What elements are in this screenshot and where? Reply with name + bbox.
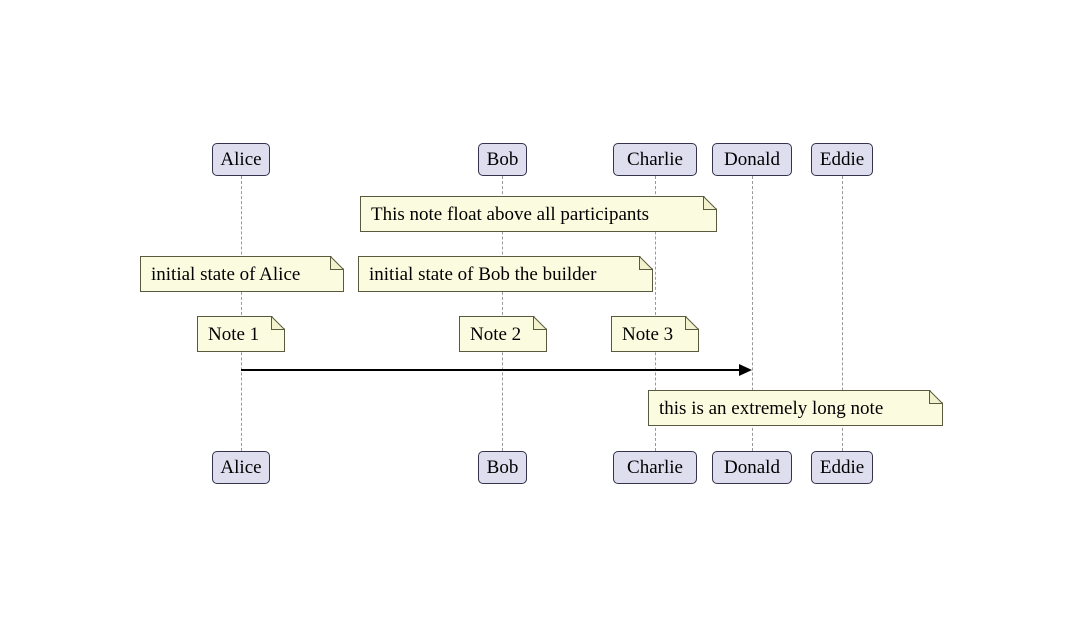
note-1[interactable]: Note 1 [197,316,285,352]
participant-label: Eddie [819,457,865,478]
note-2[interactable]: Note 2 [459,316,547,352]
participant-bob-top[interactable]: Bob [478,143,527,176]
participant-label: Alice [220,457,262,478]
participant-donald-bottom[interactable]: Donald [712,451,792,484]
participant-label: Alice [220,149,262,170]
participant-alice-bottom[interactable]: Alice [212,451,270,484]
lifeline-donald [752,176,753,451]
lifeline-eddie [842,176,843,451]
note-long[interactable]: this is an extremely long note [648,390,943,426]
participant-charlie-top[interactable]: Charlie [613,143,697,176]
note-bob-initial[interactable]: initial state of Bob the builder [358,256,653,292]
note-alice-initial[interactable]: initial state of Alice [140,256,344,292]
participant-donald-top[interactable]: Donald [712,143,792,176]
participant-bob-bottom[interactable]: Bob [478,451,527,484]
note-fold-icon [929,390,943,404]
participant-eddie-top[interactable]: Eddie [811,143,873,176]
note-fold-icon [639,256,653,270]
note-fold-icon [533,316,547,330]
note-text: initial state of Bob the builder [369,263,597,285]
note-fold-icon [330,256,344,270]
note-3[interactable]: Note 3 [611,316,699,352]
note-fold-icon [271,316,285,330]
participant-eddie-bottom[interactable]: Eddie [811,451,873,484]
lifeline-bob [502,176,503,451]
note-fold-icon [685,316,699,330]
participant-label: Donald [724,457,780,478]
note-text: initial state of Alice [151,263,301,285]
note-text: Note 2 [470,323,522,345]
note-text: Note 3 [622,323,674,345]
note-text: Note 1 [208,323,260,345]
note-float-above[interactable]: This note float above all participants [360,196,717,232]
lifeline-charlie [655,176,656,451]
participant-label: Bob [486,457,519,478]
participant-label: Charlie [627,149,683,170]
note-text: this is an extremely long note [659,397,884,419]
participant-label: Donald [724,149,780,170]
message-alice-to-donald-line [241,369,741,371]
participant-label: Charlie [627,457,683,478]
message-alice-to-donald-arrowhead [739,364,752,376]
participant-label: Eddie [819,149,865,170]
lifeline-alice [241,176,242,451]
participant-alice-top[interactable]: Alice [212,143,270,176]
note-text: This note float above all participants [371,203,650,225]
note-fold-icon [703,196,717,210]
participant-label: Bob [486,149,519,170]
participant-charlie-bottom[interactable]: Charlie [613,451,697,484]
